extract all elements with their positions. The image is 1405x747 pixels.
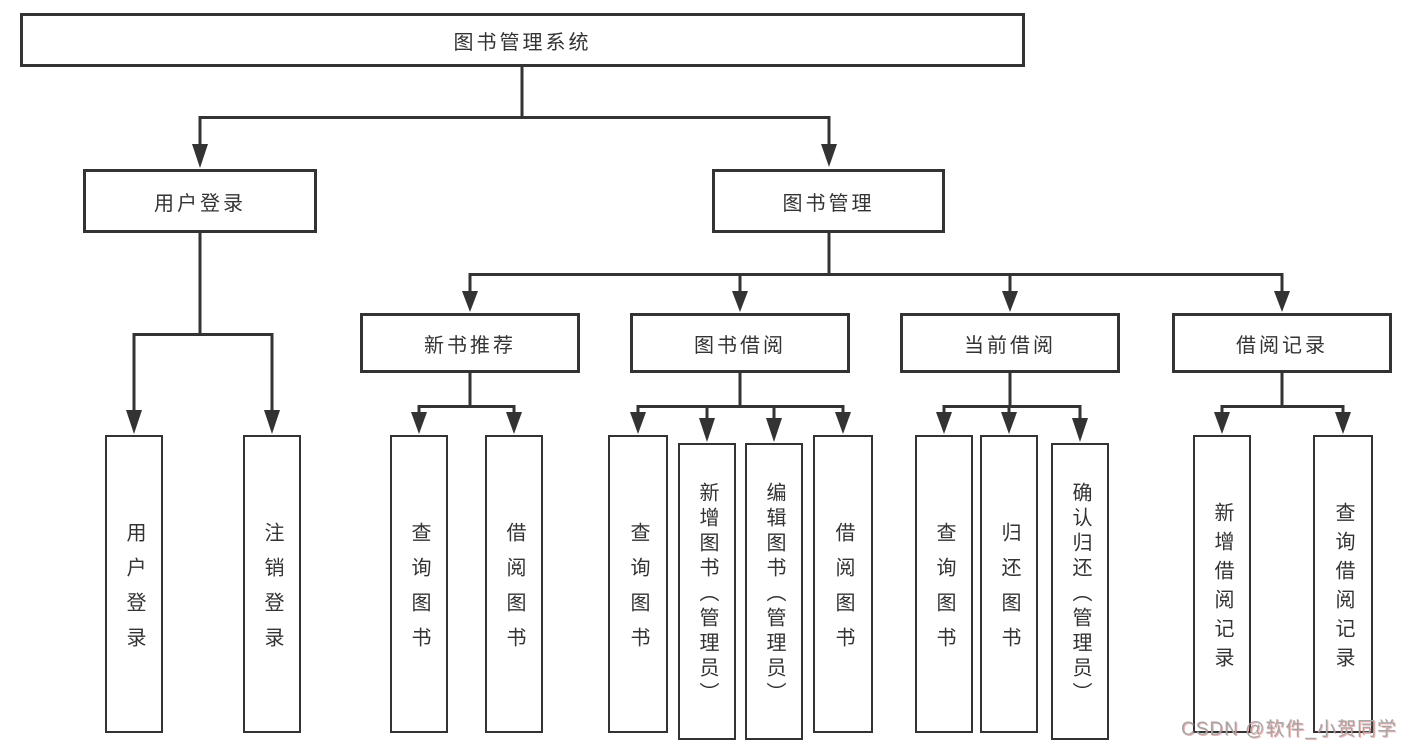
node-label: 当前借阅 (964, 334, 1056, 357)
csdn-watermark: CSDN @软件_小贺同学 (1181, 719, 1397, 740)
node-book-borrowing: 图书借阅 (630, 313, 850, 373)
leaf-borrow-books: 借阅图书 (485, 435, 543, 733)
node-user-login: 用户登录 (83, 169, 317, 233)
leaf-label: 借阅图书 (503, 521, 525, 662)
node-label: 用户登录 (154, 192, 246, 215)
node-current-borrowing: 当前借阅 (900, 313, 1120, 373)
leaf-label: 确认归还（管理员） (1069, 481, 1091, 707)
node-label: 图书借阅 (694, 334, 786, 357)
leaf-return-books: 归还图书 (980, 435, 1038, 733)
leaf-confirm-return-admin: 确认归还（管理员） (1051, 443, 1109, 740)
leaf-label: 查询图书 (933, 521, 955, 662)
node-label: 借阅记录 (1236, 334, 1328, 357)
node-new-book-recommendation: 新书推荐 (360, 313, 580, 373)
node-label: 新书推荐 (424, 334, 516, 357)
leaf-query-borrow-record: 查询借阅记录 (1313, 435, 1373, 733)
node-label: 图书管理 (782, 192, 875, 215)
leaf-label: 注销登录 (261, 521, 283, 662)
node-book-management: 图书管理 (712, 169, 945, 233)
node-library-management-system: 图书管理系统 (20, 13, 1025, 67)
leaf-borrow-books-2: 借阅图书 (813, 435, 873, 733)
leaf-label: 新增借阅记录 (1211, 501, 1233, 676)
leaf-query-books-3: 查询图书 (915, 435, 973, 733)
leaf-query-books-2: 查询图书 (608, 435, 668, 733)
leaf-user-login: 用户登录 (105, 435, 163, 733)
leaf-logout-login: 注销登录 (243, 435, 301, 733)
node-label: 图书管理系统 (453, 31, 592, 54)
leaf-label: 编辑图书（管理员） (763, 481, 785, 707)
leaf-edit-book-admin: 编辑图书（管理员） (745, 443, 803, 740)
leaf-label: 归还图书 (998, 521, 1020, 662)
node-borrowing-records: 借阅记录 (1172, 313, 1392, 373)
leaf-label: 新增图书（管理员） (696, 481, 718, 707)
leaf-label: 查询借阅记录 (1332, 501, 1354, 676)
leaf-label: 查询图书 (627, 521, 649, 662)
leaf-label: 用户登录 (123, 521, 145, 662)
leaf-add-borrow-record: 新增借阅记录 (1193, 435, 1251, 733)
leaf-label: 查询图书 (408, 521, 430, 662)
leaf-add-book-admin: 新增图书（管理员） (678, 443, 736, 740)
leaf-label: 借阅图书 (832, 521, 854, 662)
leaf-query-books: 查询图书 (390, 435, 448, 733)
